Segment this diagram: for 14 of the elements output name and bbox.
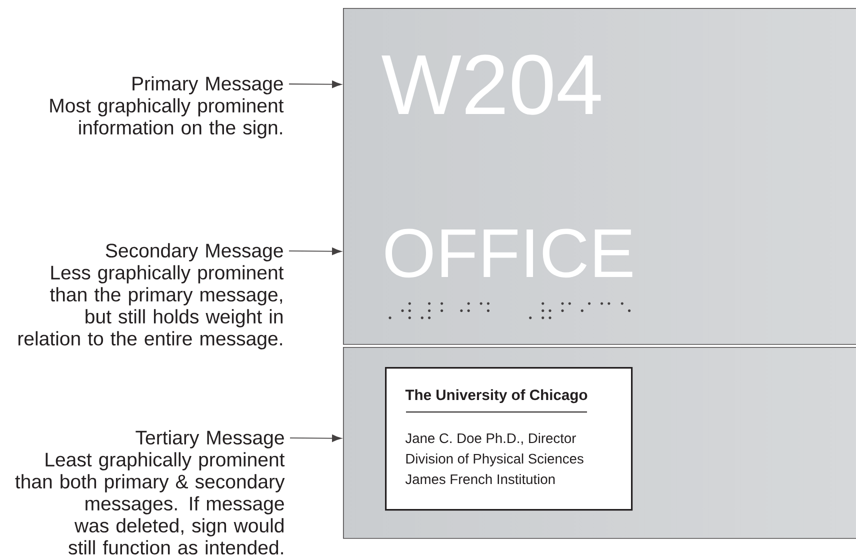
annotation-description: Most graphically prominent information on the sign. <box>50 98 284 138</box>
arrow <box>290 434 342 442</box>
annotation-description: Least graphically prominent than both primary & secondary messages. If message was deleted, sign would still function as intended. <box>15 452 285 554</box>
card-title: The University of Chicago <box>405 389 588 404</box>
card-line: Division of Physical Sciences <box>406 453 584 466</box>
annotation-heading: Secondary Message <box>106 243 283 262</box>
card-line: James French Institution <box>405 474 555 484</box>
arrow <box>288 248 342 255</box>
arrow <box>288 80 342 88</box>
card-line: Jane C. Doe Ph.D., Director <box>405 432 576 445</box>
annotation-heading: Primary Message <box>132 76 283 94</box>
annotation-heading: Tertiary Message <box>136 430 284 448</box>
sign-panel <box>343 347 856 539</box>
annotation-description: Less graphically prominent than the primary message, but still holds weight in relation to the entire message. <box>18 265 284 350</box>
